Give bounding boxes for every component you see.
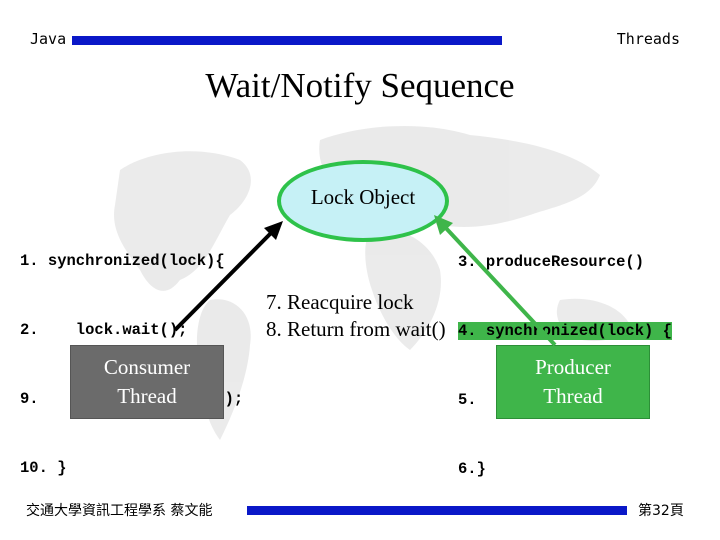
consumer-code-line: 2. lock.wait(); xyxy=(20,321,188,339)
producer-thread-label-line2: Thread xyxy=(543,384,603,408)
arrow-up-right-icon xyxy=(173,221,283,332)
page-number: 第32頁 xyxy=(638,503,684,519)
footer-left-label: 交通大學資訊工程學系 蔡文能 xyxy=(26,503,213,519)
consumer-thread-label-line1: Consumer xyxy=(103,355,191,379)
header-left-label: Java xyxy=(30,30,67,48)
lock-object-node xyxy=(277,160,449,242)
producer-code-line-highlighted: 4. synchronized(lock) { xyxy=(458,322,672,340)
slide-title: Wait/Notify Sequence xyxy=(205,66,515,105)
steps-text: 7. Reacquire lock 8. Return from wait() xyxy=(266,289,446,343)
arrow-up-left-icon xyxy=(434,215,557,347)
footer-bar xyxy=(247,506,627,515)
step-8-label: 8. Return from wait() xyxy=(266,317,446,341)
lock-object-label: Lock Object xyxy=(310,185,416,209)
consumer-thread-label-line2: Thread xyxy=(117,384,177,408)
consumer-thread-box: Consumer Thread xyxy=(70,345,224,419)
producer-code-line: 6.} xyxy=(458,460,486,478)
producer-code-line: 3. produceResource() xyxy=(458,253,645,271)
header-right-label: Threads xyxy=(616,30,680,48)
step-7-label: 7. Reacquire lock xyxy=(266,290,414,314)
producer-thread-label-line1: Producer xyxy=(535,355,611,379)
header-bar xyxy=(72,36,502,45)
producer-thread-box: Producer Thread xyxy=(496,345,650,419)
consumer-code-line: 10. } xyxy=(20,459,67,477)
consumer-code-line: 1. synchronized(lock){ xyxy=(20,252,225,270)
